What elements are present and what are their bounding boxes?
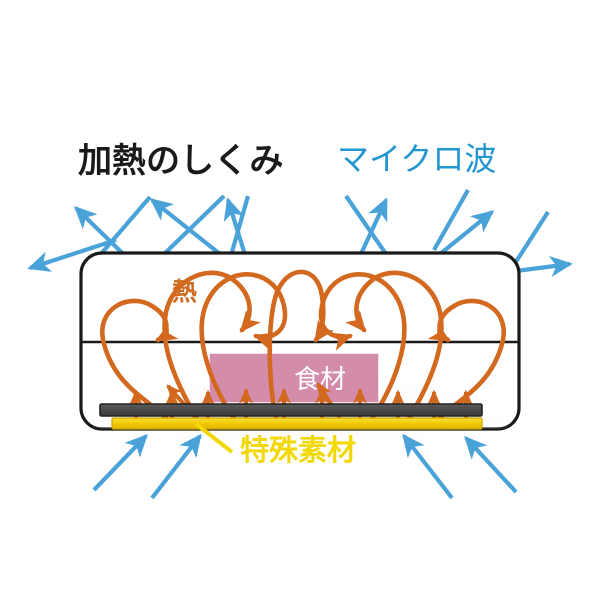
special-material-callout: 特殊素材 — [194, 422, 356, 467]
microwave-arrow-in-6 — [510, 210, 550, 270]
page-title: 加熱のしくみ — [78, 141, 283, 181]
heat-label: 熱 — [172, 277, 197, 306]
microwave-arrow-in-1 — [92, 195, 152, 264]
microwave-arrow-up-3 — [402, 433, 454, 500]
microwave-arrow-in-2 — [158, 194, 226, 260]
microwave-arrow-in-5 — [432, 188, 470, 252]
food-box: 食材 — [206, 350, 382, 406]
tray-plate — [99, 403, 483, 417]
tray-assembly — [99, 403, 483, 430]
microwave-arrow-out-5 — [358, 197, 388, 257]
microwave-arrow-out-2 — [27, 238, 117, 272]
heat-loop-3 — [199, 272, 288, 427]
special-material-leader — [194, 422, 234, 454]
microwave-arrow-up-4 — [464, 435, 518, 494]
microwave-arrow-up-1 — [92, 433, 148, 492]
special-material-layer — [111, 417, 483, 430]
microwave-arrow-group — [27, 188, 573, 500]
microwave-arrow-in-4 — [344, 194, 388, 256]
microwave-arrow-in-3 — [229, 195, 251, 253]
heat-loop-2 — [162, 270, 261, 427]
heat-loop-5 — [318, 272, 407, 427]
heat-loop-6 — [345, 270, 444, 427]
microwave-arrow-out-6 — [438, 210, 495, 256]
microwave-title: マイクロ波 — [337, 140, 496, 178]
microwave-arrow-up-2 — [150, 433, 202, 500]
special-material-label: 特殊素材 — [240, 433, 356, 467]
cavity-glow — [92, 300, 508, 429]
microwave-arrow-out-4 — [223, 197, 249, 259]
